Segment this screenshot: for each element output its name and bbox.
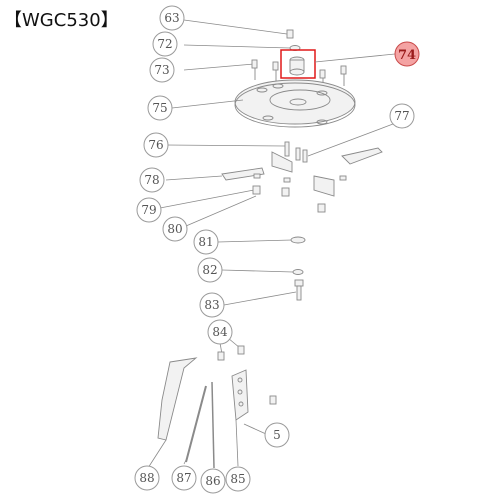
callout-73: 73 <box>149 57 175 83</box>
part-83-bolt <box>223 279 304 306</box>
callout-76-label: 76 <box>148 138 163 152</box>
callout-74-label: 74 <box>398 48 416 63</box>
callout-72: 72 <box>152 31 178 57</box>
part-76-bolts <box>165 141 308 163</box>
part-79-nuts <box>159 185 326 213</box>
callout-78-label: 78 <box>144 173 159 187</box>
callout-85: 85 <box>225 466 251 492</box>
callout-84: 84 <box>207 319 233 345</box>
part-78-blade <box>165 167 347 183</box>
part-81-washer <box>217 236 306 244</box>
callout-86-label: 86 <box>205 474 220 488</box>
callout-80: 80 <box>162 216 188 242</box>
callout-72-label: 72 <box>157 37 172 51</box>
part-80-lead <box>185 195 257 227</box>
callout-78: 78 <box>139 167 165 193</box>
parts-drawing <box>147 19 396 469</box>
part-86-pin <box>211 381 215 469</box>
part-84-screws <box>217 337 245 361</box>
callout-5-label: 5 <box>273 428 281 442</box>
callout-77-label: 77 <box>394 109 409 123</box>
callout-5: 5 <box>264 422 290 448</box>
part-74-bushing <box>280 49 396 79</box>
callout-79: 79 <box>136 197 162 223</box>
blade-holders <box>271 151 335 197</box>
callout-87-label: 87 <box>176 471 191 485</box>
callout-88-label: 88 <box>139 471 154 485</box>
callout-88: 88 <box>134 465 160 491</box>
callout-87: 87 <box>171 465 197 491</box>
callout-83: 83 <box>199 292 225 318</box>
part-88-bracket <box>147 357 198 469</box>
callout-75-label: 75 <box>152 101 167 115</box>
callout-63-label: 63 <box>164 11 179 25</box>
callout-73-label: 73 <box>154 63 169 77</box>
callout-81-label: 81 <box>198 235 213 249</box>
callout-77: 77 <box>389 103 415 129</box>
part-73-bolts <box>183 59 347 90</box>
part-75-disc <box>171 79 356 128</box>
callout-63: 63 <box>159 5 185 31</box>
part-82-spacer <box>221 269 304 275</box>
callout-82: 82 <box>197 257 223 283</box>
callout-80-label: 80 <box>167 222 182 236</box>
callout-86: 86 <box>200 468 226 494</box>
part-63-pin <box>183 19 294 39</box>
part-87-rod <box>183 385 207 465</box>
callout-75: 75 <box>147 95 173 121</box>
callout-79-label: 79 <box>141 203 156 217</box>
callout-83-label: 83 <box>204 298 219 312</box>
highlight-box <box>280 49 316 79</box>
callout-82-label: 82 <box>202 263 217 277</box>
part-85-plate <box>231 369 249 467</box>
part-5-screw <box>243 395 277 435</box>
callout-85-label: 85 <box>230 472 245 486</box>
callout-74: 74 <box>394 41 420 67</box>
model-title: 【WGC530】 <box>4 10 119 31</box>
callout-81: 81 <box>193 229 219 255</box>
callout-76: 76 <box>143 132 169 158</box>
callout-84-label: 84 <box>212 325 228 339</box>
part-77-blade <box>307 123 394 165</box>
